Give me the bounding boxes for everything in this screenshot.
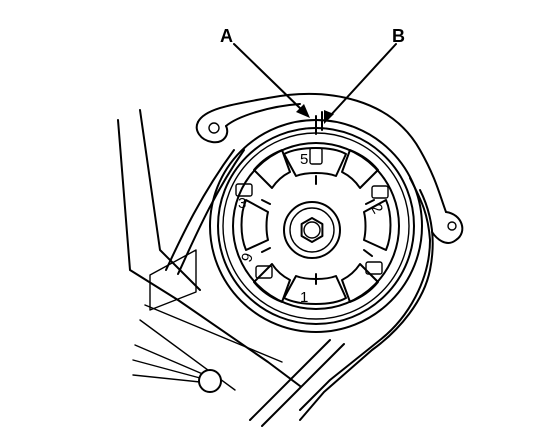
bolt-head (198, 369, 222, 393)
pulley-rim-inner (217, 127, 415, 325)
callout-label-a: A (220, 26, 233, 46)
center-bolt (300, 217, 324, 243)
pulley-mark-5: 5 (300, 151, 308, 168)
pulley-hub-ring (232, 142, 400, 310)
engine-block (117, 109, 301, 393)
pulley-mark-3: 3 (238, 195, 246, 212)
callout-b-leader (324, 43, 397, 124)
callout-label-b: B (392, 26, 405, 46)
timing-belt (165, 149, 345, 427)
pulley-tooth-ring (222, 132, 410, 320)
cover-mount-hole-left (208, 122, 220, 134)
callout-a-leader (233, 43, 310, 118)
pulley-hub (283, 201, 341, 259)
cover-mount-hole-right (447, 221, 457, 231)
pulley-hub-inner (289, 207, 335, 253)
camshaft-pulley: 5 3 9 1 2 (209, 111, 423, 333)
timing-belt-cover (195, 92, 464, 421)
center-bolt-washer (303, 221, 321, 239)
pulley-windows (240, 147, 392, 305)
pulley-mark-1: 1 (300, 289, 308, 306)
pulley-mark-2: 2 (367, 201, 386, 217)
pulley-slots (235, 147, 389, 285)
